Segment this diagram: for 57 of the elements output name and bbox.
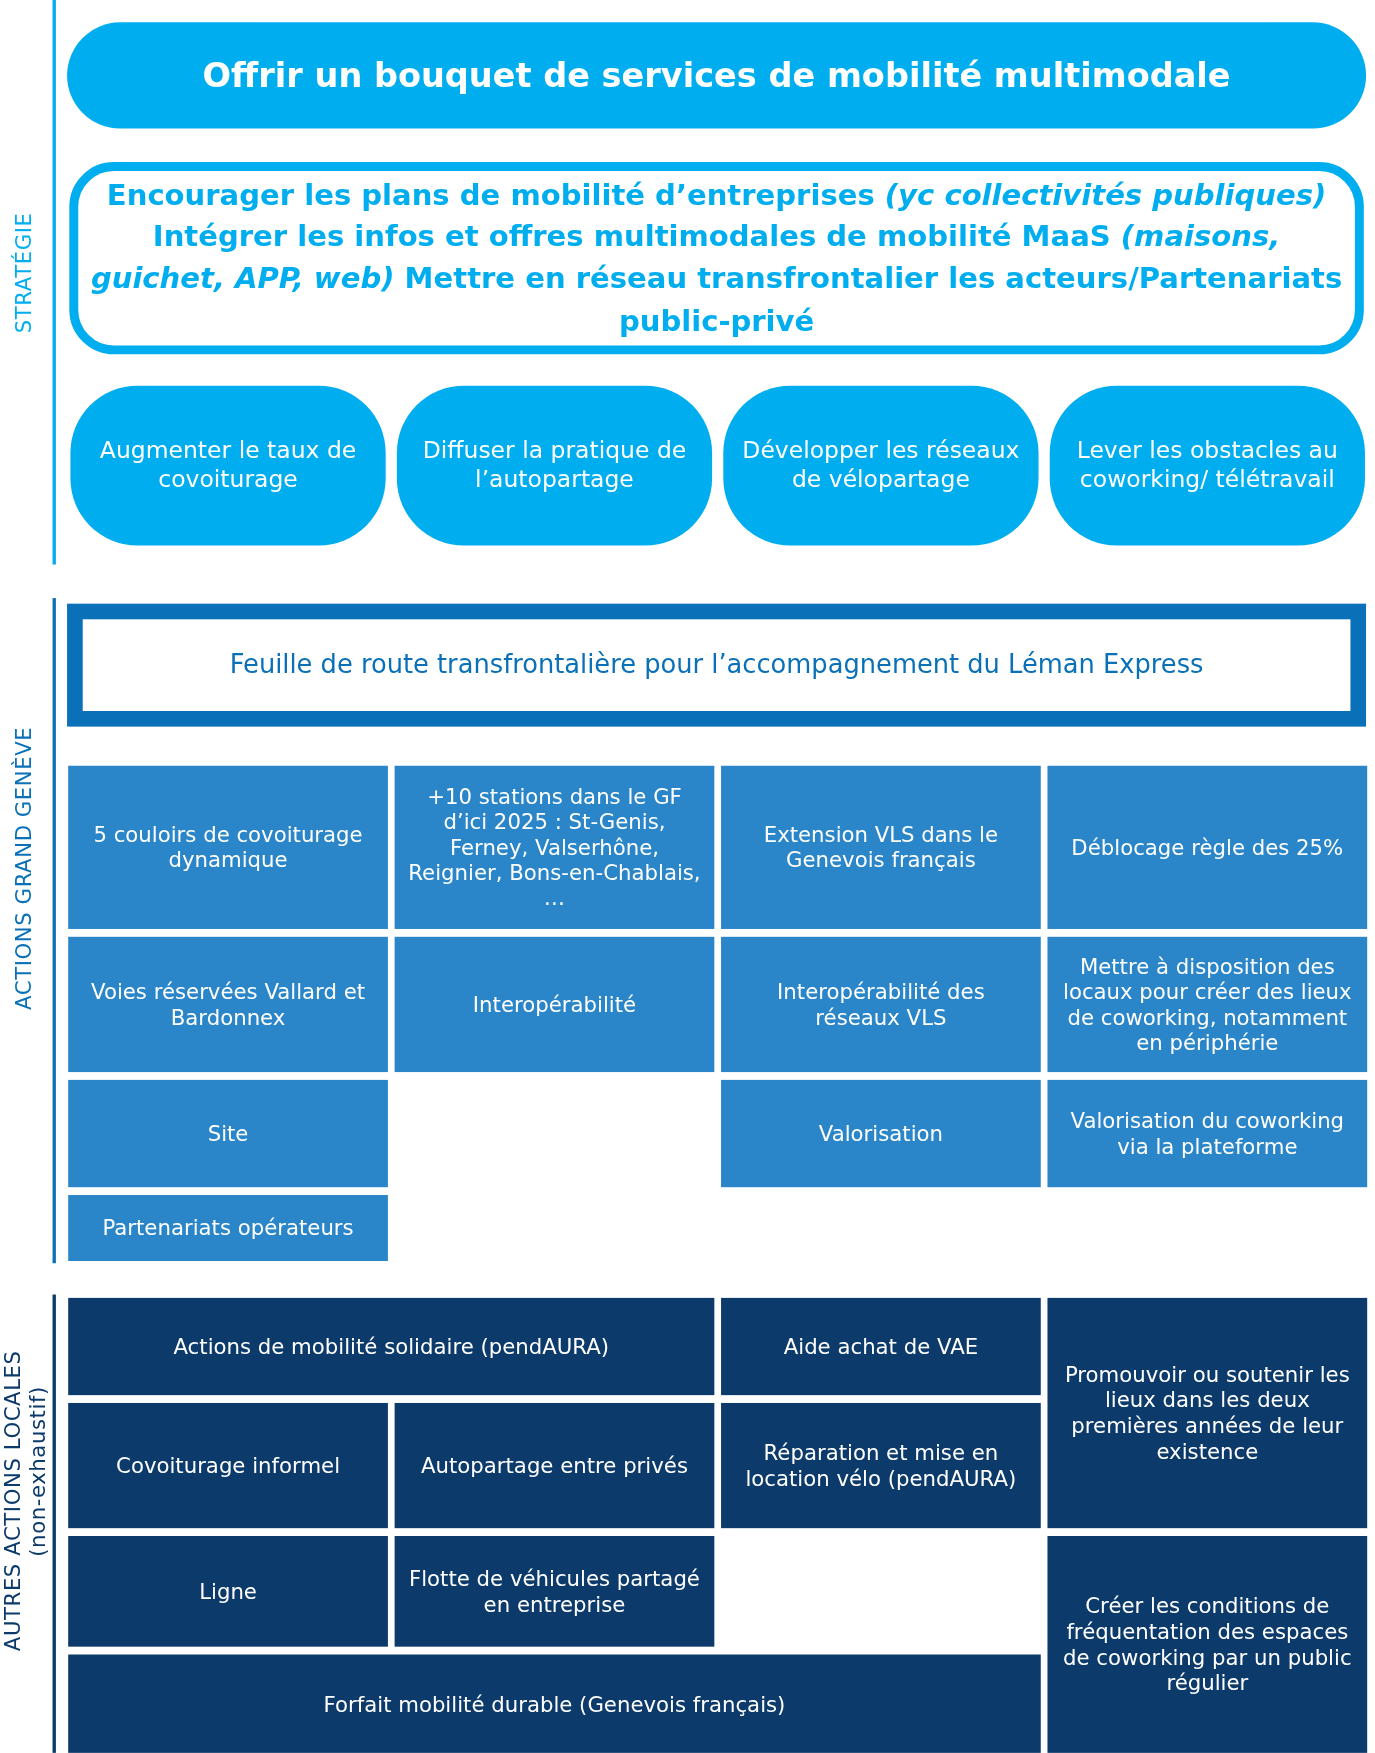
node-text: Diffuser la pratique de l’autopartage: [421, 437, 688, 494]
action-tile: [721, 1079, 1041, 1188]
local-action-tile: [721, 1297, 1041, 1396]
node-text: Développer les réseaux de vélopartage: [741, 437, 1021, 494]
node-text: Interopérabilité: [472, 991, 637, 1018]
action-tile: [68, 765, 388, 929]
node-text: Augmenter le taux de covoiturage: [98, 437, 358, 494]
node-text: Déblocage règle des 25%: [1071, 834, 1344, 861]
roadmap-box: [67, 603, 1367, 727]
action-tile: [1047, 1079, 1368, 1188]
local-action-tile: [68, 1402, 388, 1529]
section-label: ACTIONS GRAND GENÈVE: [11, 726, 36, 1010]
node-text: Valorisation: [818, 1120, 943, 1147]
node-text: Aide achat de VAE: [783, 1333, 979, 1360]
node-text: Encourager les plans de mobilité d’entreprises (yc collectivités publiques) Intégrer les infos et offres multimodales de mobilité MaaS (maisons, guichet, APP, web) Mettre en réseau transfrontalier les acteurs/Partenariats public-privé: [89, 176, 1344, 340]
action-tile: [68, 1079, 388, 1188]
local-action-tile: [394, 1402, 715, 1529]
action-tile: [68, 936, 388, 1073]
action-tile: [1047, 765, 1368, 929]
node-text: Lever les obstacles au coworking/ télétravail: [1075, 437, 1339, 494]
local-action-tile: [721, 1402, 1041, 1529]
node-text: Ligne: [199, 1578, 257, 1605]
section-note: (non-exhaustif): [24, 1386, 50, 1557]
node-text: Mettre à disposition des locaux pour créer des lieux de coworking, notamment en périphérie: [1062, 953, 1353, 1056]
action-tile: [721, 765, 1041, 929]
node-text: Offrir un bouquet de services de mobilité multimodale: [202, 55, 1231, 96]
node-text: +10 stations dans le GF d’ici 2025 : St-Genis, Ferney, Valserhône, Reignier, Bons-en-Chablais, …: [407, 783, 702, 912]
node-text: Interopérabilité des réseaux VLS: [776, 978, 986, 1030]
node-text: Site: [207, 1120, 249, 1147]
node-text: Actions de mobilité solidaire (pendAURA): [173, 1333, 610, 1360]
node-text: Feuille de route transfrontalière pour l’accompagnement du Léman Express: [229, 649, 1204, 681]
section-label: AUTRES ACTIONS LOCALES: [0, 1350, 25, 1652]
node-text: 5 couloirs de covoiturage dynamique: [92, 821, 364, 873]
node-text: Valorisation du coworking via la plateforme: [1069, 1108, 1346, 1160]
node-text: Forfait mobilité durable (Genevois français): [323, 1690, 786, 1717]
node-text: Autopartage entre privés: [421, 1452, 688, 1479]
local-action-tile: [394, 1536, 715, 1647]
node-text: Promouvoir ou soutenir les lieux dans les deux premières années de leur existence: [1063, 1362, 1351, 1464]
node-text: Créer les conditions de fréquentation des espaces de coworking par un public régulier: [1062, 1593, 1353, 1696]
node-text: Réparation et mise en location vélo (pendAURA): [744, 1440, 1018, 1492]
action-tile: [721, 936, 1041, 1073]
action-tile: [68, 1195, 388, 1261]
local-action-tile: [68, 1297, 715, 1396]
action-tile: [394, 936, 715, 1073]
local-action-tile: [1047, 1297, 1368, 1529]
local-action-tile: [68, 1654, 1041, 1753]
action-tile: [1047, 936, 1368, 1073]
local-action-tile: [1047, 1536, 1368, 1753]
action-tile: [394, 765, 715, 929]
strategy-box: [69, 162, 1364, 355]
node-text: Voies réservées Vallard et Bardonnex: [90, 978, 367, 1030]
node-text: Flotte de véhicules partagé en entreprise: [408, 1565, 701, 1617]
section-label: STRATÉGIE: [11, 212, 36, 334]
local-action-tile: [68, 1536, 388, 1647]
node-text: Covoiturage informel: [116, 1452, 341, 1479]
node-text: Partenariats opérateurs: [102, 1215, 354, 1241]
node-text: Extension VLS dans le Genevois français: [762, 821, 1000, 873]
